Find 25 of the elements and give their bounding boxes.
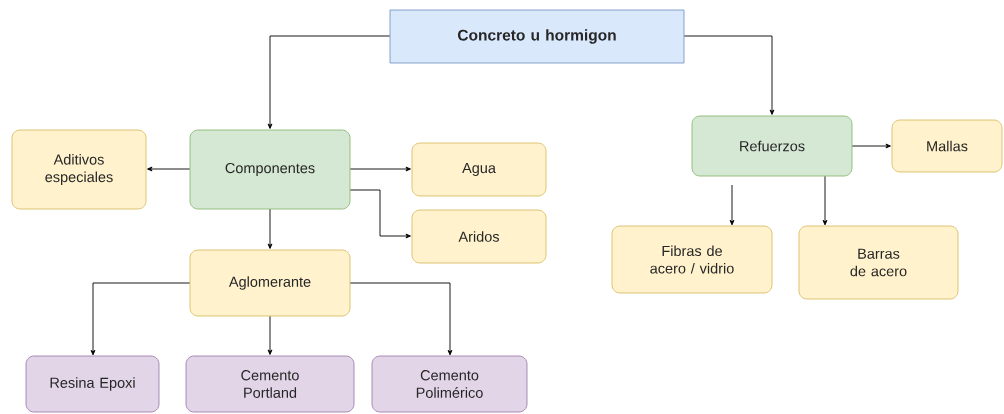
- arrow: [851, 143, 891, 149]
- category-box: Refuerzos: [691, 115, 853, 177]
- arrow: [822, 175, 828, 226]
- item-box: Cemento Polimérico: [371, 355, 528, 413]
- arrow: [729, 184, 735, 226]
- item-box: Mallas: [891, 119, 1003, 173]
- title-box: Concreto u hormigon: [389, 9, 685, 64]
- category-box: Componentes: [189, 129, 351, 210]
- item-box: Resina Epoxi: [25, 355, 160, 413]
- arrow: [683, 35, 775, 115]
- arrow: [267, 208, 273, 249]
- arrow: [349, 282, 453, 356]
- arrow: [349, 189, 411, 239]
- arrow: [267, 315, 273, 355]
- item-box: Aglomerante: [189, 249, 351, 317]
- item-box: Barras de acero: [798, 225, 959, 300]
- arrow: [147, 166, 191, 172]
- item-box: Aridos: [411, 209, 547, 264]
- item-box: Aditivos especiales: [11, 129, 147, 210]
- arrow: [267, 35, 391, 129]
- item-box: Agua: [411, 142, 547, 197]
- arrow: [349, 166, 411, 172]
- item-box: Cemento Portland: [185, 355, 355, 413]
- item-box: Fibras de acero / vidrio: [611, 225, 773, 294]
- arrow: [90, 282, 191, 356]
